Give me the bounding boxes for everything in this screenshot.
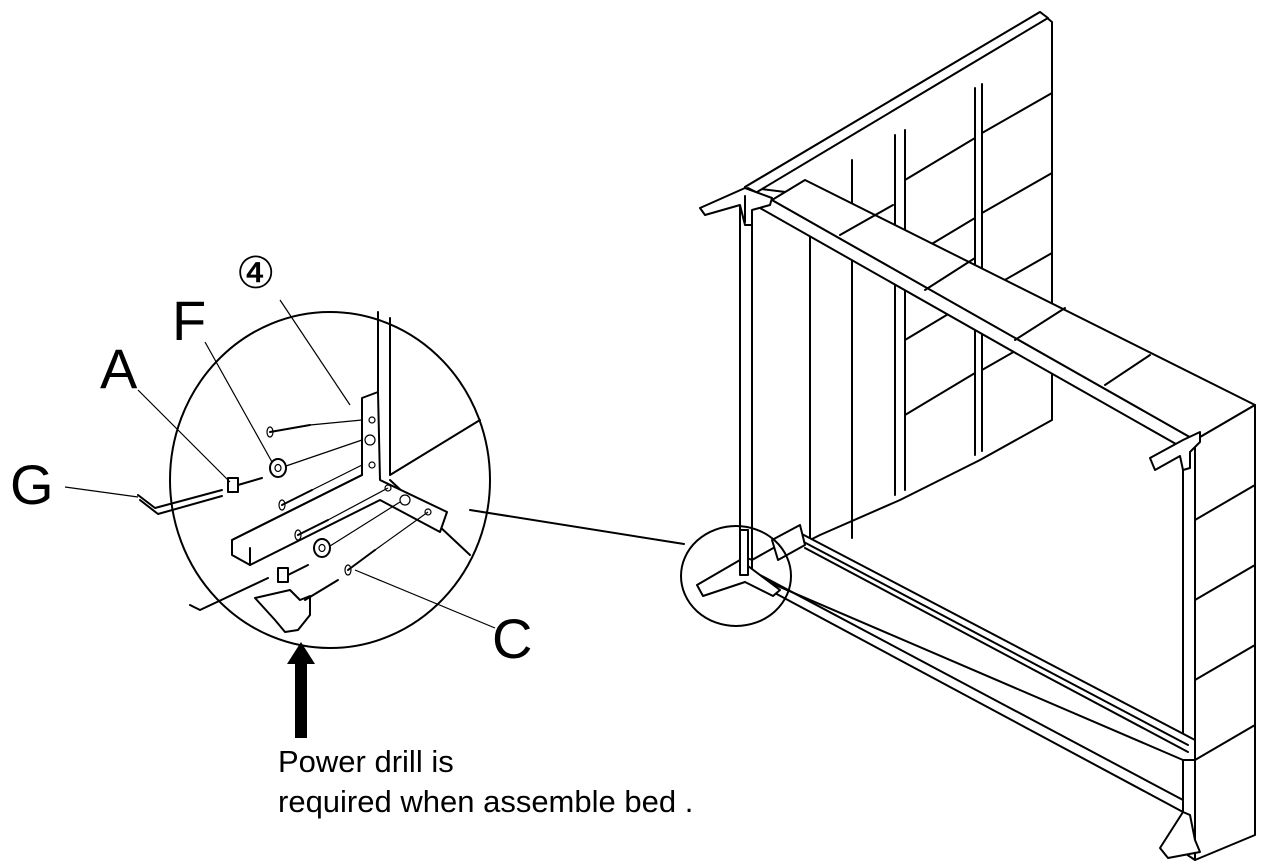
washer	[313, 538, 331, 558]
note-line-1: Power drill is	[278, 744, 454, 779]
left-post	[699, 187, 773, 561]
part-label-A: A	[100, 337, 138, 400]
leader-G	[64, 486, 139, 498]
wood-screw	[344, 549, 376, 576]
small-leg-detail	[696, 529, 781, 597]
small-bracket	[771, 524, 806, 561]
leader-A	[137, 389, 231, 483]
part-label-F: F	[172, 289, 206, 352]
part-label-G: G	[10, 453, 54, 516]
bottom-rail	[751, 532, 1196, 813]
leader-4	[279, 299, 351, 406]
leader-F	[204, 341, 273, 463]
bolt	[277, 564, 309, 583]
detail-marker-circle	[680, 525, 792, 627]
allen-key	[189, 577, 269, 611]
top-rail	[747, 179, 1256, 449]
wood-screw	[278, 489, 313, 511]
bed-side-panel	[1194, 404, 1256, 861]
leader-C	[354, 569, 496, 629]
note-line-2: required when assemble bed .	[278, 784, 693, 819]
right-foot	[1159, 811, 1201, 859]
part-label-C: C	[492, 607, 532, 670]
allen-key-G	[137, 489, 223, 515]
bolt-A	[227, 477, 263, 493]
zoom-connector-line	[469, 509, 685, 545]
washer-F	[269, 458, 287, 478]
leg-bracket	[231, 391, 448, 566]
bed-frame	[680, 11, 1256, 861]
arrow-up-icon	[287, 642, 315, 738]
zoom-circle	[169, 311, 491, 649]
step-number-label: ④	[236, 248, 275, 299]
zoom-detail	[169, 311, 491, 649]
wood-screw	[294, 519, 329, 541]
wood-screw	[266, 424, 311, 438]
drill-icon	[254, 579, 339, 633]
